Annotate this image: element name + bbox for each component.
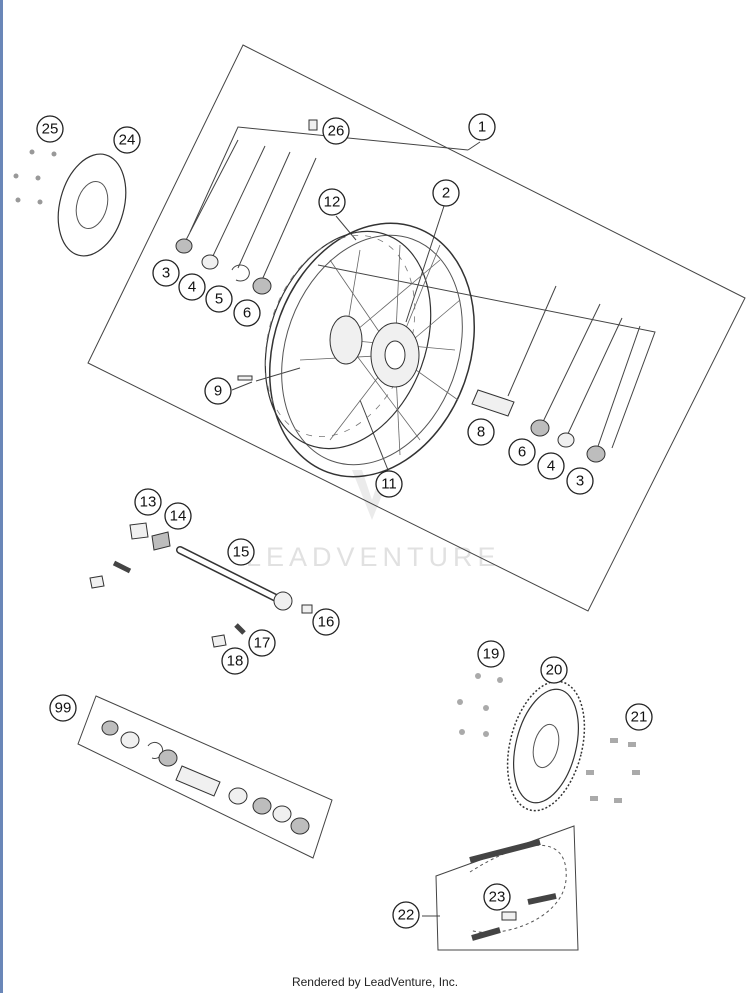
svg-text:25: 25 <box>42 121 59 138</box>
svg-text:2: 2 <box>442 185 450 202</box>
callout-9: 9 <box>204 377 232 405</box>
watermark: LEADVENTURE <box>246 470 501 572</box>
repair-kit-illustration <box>77 695 333 859</box>
svg-text:11: 11 <box>381 476 397 493</box>
callout-2: 2 <box>432 179 460 207</box>
callout-17: 17 <box>248 629 276 657</box>
callout-15: 15 <box>227 538 255 566</box>
svg-text:16: 16 <box>318 614 335 631</box>
svg-text:20: 20 <box>546 662 563 679</box>
callout-26: 26 <box>322 117 350 145</box>
callout-5: 5 <box>205 285 233 313</box>
svg-text:23: 23 <box>489 889 506 906</box>
svg-text:5: 5 <box>215 291 223 308</box>
callout-25: 25 <box>36 115 64 143</box>
callout-21: 21 <box>625 703 653 731</box>
svg-text:8: 8 <box>477 424 485 441</box>
svg-text:6: 6 <box>518 444 526 461</box>
svg-text:9: 9 <box>214 383 222 400</box>
callout-11: 11 <box>375 470 403 498</box>
chain-kit-illustration <box>435 825 579 951</box>
footer-credit: Rendered by LeadVenture, Inc. <box>291 975 459 989</box>
svg-text:3: 3 <box>576 473 584 490</box>
callout-3-left: 3 <box>152 259 180 287</box>
svg-text:15: 15 <box>233 544 250 561</box>
svg-text:99: 99 <box>55 700 72 717</box>
brake-disc-illustration <box>13 149 127 257</box>
axle-illustration <box>89 522 313 648</box>
callout-23: 23 <box>483 883 511 911</box>
left-edge-bar <box>0 0 3 993</box>
callout-13: 13 <box>134 488 162 516</box>
bearing-parts-top <box>175 119 318 381</box>
svg-text:19: 19 <box>483 646 500 663</box>
callout-4-left: 4 <box>178 273 206 301</box>
callout-20: 20 <box>540 656 568 684</box>
callout-8: 8 <box>467 418 495 446</box>
bearing-parts-right <box>471 389 606 463</box>
svg-text:12: 12 <box>324 194 341 211</box>
callout-19: 19 <box>477 640 505 668</box>
svg-text:4: 4 <box>547 458 555 475</box>
callout-14: 14 <box>164 502 192 530</box>
svg-text:17: 17 <box>254 635 271 652</box>
callout-24: 24 <box>113 126 141 154</box>
callout-22: 22 <box>392 901 420 929</box>
svg-text:3: 3 <box>162 265 170 282</box>
assembly-frame <box>87 44 746 612</box>
callout-18: 18 <box>221 647 249 675</box>
svg-text:21: 21 <box>631 709 648 726</box>
callout-99: 99 <box>49 694 77 722</box>
leader-lines <box>185 139 641 917</box>
svg-text:1: 1 <box>478 119 486 136</box>
svg-text:6: 6 <box>243 305 251 322</box>
callout-1: 1 <box>468 113 496 141</box>
callout-6-left: 6 <box>233 299 261 327</box>
callout-3-right: 3 <box>566 467 594 495</box>
svg-text:22: 22 <box>398 907 415 924</box>
inner-bracket-right <box>317 264 656 449</box>
watermark-text: LEADVENTURE <box>246 542 501 572</box>
svg-text:13: 13 <box>140 494 157 511</box>
rear-wheel-illustration <box>264 222 476 478</box>
svg-text:18: 18 <box>227 653 244 670</box>
callout-6-right: 6 <box>508 438 536 466</box>
sprocket-illustration <box>457 673 640 812</box>
svg-text:14: 14 <box>170 508 187 525</box>
svg-text:24: 24 <box>119 132 136 149</box>
callout-4-right: 4 <box>537 452 565 480</box>
callout-16: 16 <box>312 608 340 636</box>
svg-text:4: 4 <box>188 279 196 296</box>
svg-text:26: 26 <box>328 123 345 140</box>
callout-12: 12 <box>318 188 346 216</box>
inner-bracket-left <box>189 126 469 233</box>
